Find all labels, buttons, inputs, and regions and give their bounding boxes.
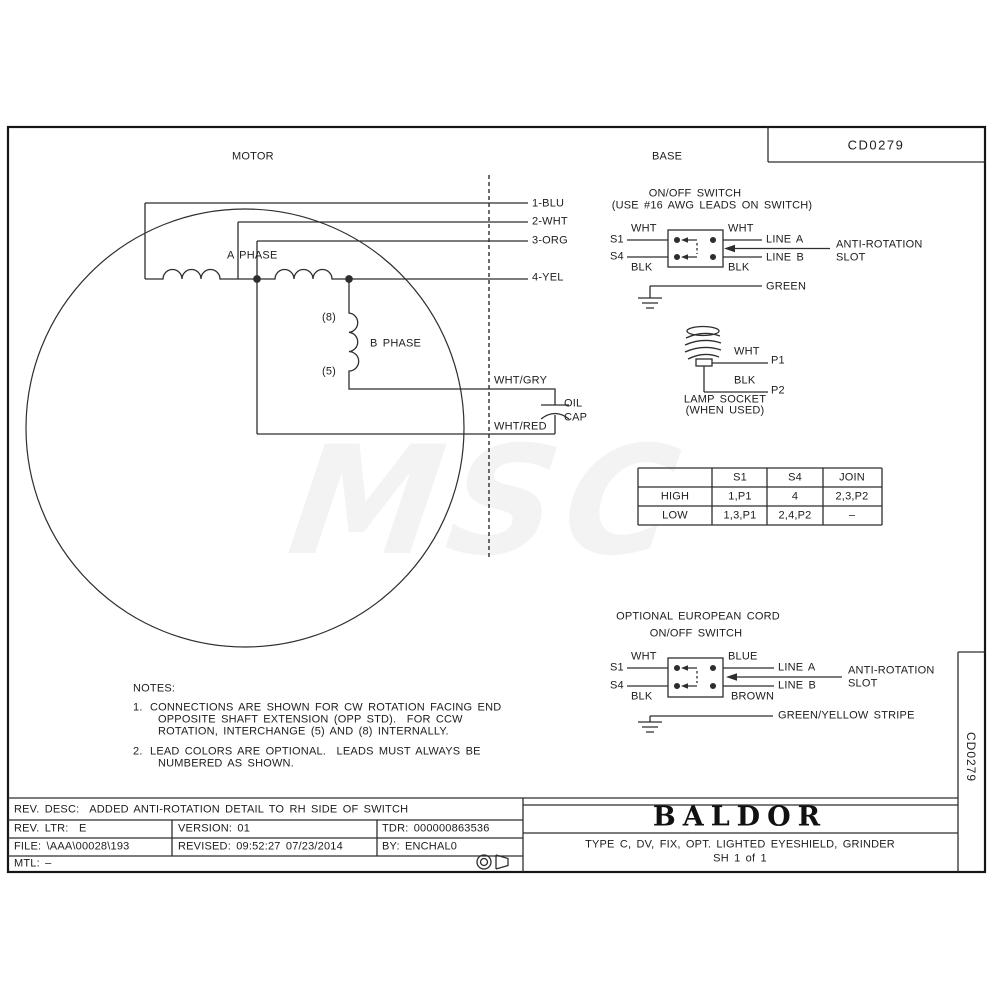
switch1-slot-label: SLOT	[836, 251, 866, 264]
base-section-label: BASE	[652, 150, 683, 163]
switch2-s1-label: S1	[610, 661, 624, 674]
onoff-switch-2	[627, 657, 842, 733]
b-phase-label: B PHASE	[370, 337, 422, 350]
note-2-number: 2.	[133, 745, 143, 758]
motor-outline	[25, 175, 490, 648]
lead-label-1blu: 1-BLU	[532, 197, 565, 210]
switch2-anti-rotation-label: ANTI-ROTATION	[848, 664, 935, 677]
revised-field: REVISED: 09:52:27 07/23/2014	[178, 840, 343, 853]
switch2-blk-label: BLK	[631, 690, 653, 703]
drawing-number: CD0279	[847, 137, 905, 153]
tap-5-label: (5)	[322, 365, 337, 378]
cap-label: CAP	[564, 411, 588, 424]
table-header-s4: S4	[788, 471, 802, 484]
note-1-number: 1.	[133, 701, 143, 714]
note-1-line-2: OPPOSITE SHAFT EXTENSION (OPP STD). FOR …	[158, 713, 463, 726]
ground-symbol	[638, 297, 662, 309]
notes-heading: NOTES:	[133, 682, 176, 695]
mtl-field: MTL: –	[14, 857, 52, 870]
connection-table-grid	[637, 467, 883, 526]
ground-symbol-2	[638, 721, 662, 733]
table-row-low-label: LOW	[662, 509, 688, 522]
switch2-subtitle: ON/OFF SWITCH	[649, 627, 743, 640]
sheet-border	[6, 125, 987, 874]
note-2-line-2: NUMBERED AS SHOWN.	[158, 757, 294, 770]
by-field: BY: ENCHAL0	[382, 840, 458, 853]
table-cell-high-s4: 4	[791, 490, 799, 503]
lamp-socket-symbol	[684, 325, 768, 393]
tdr-field: TDR: 000000863536	[382, 822, 490, 835]
table-row-high-label: HIGH	[660, 490, 690, 503]
file-field: FILE: \AAA\00028\193	[14, 840, 130, 853]
projection-circle-inner-icon	[479, 857, 489, 867]
switch1-anti-rotation-label: ANTI-ROTATION	[836, 238, 923, 251]
note-1-line-1: CONNECTIONS ARE SHOWN FOR CW ROTATION FA…	[150, 701, 502, 714]
table-header-join: JOIN	[839, 471, 865, 484]
table-cell-low-s1: 1,3,P1	[723, 509, 757, 522]
switch2-ground-label: GREEN/YELLOW STRIPE	[778, 709, 915, 722]
switch1-wht-left-label: WHT	[631, 222, 657, 235]
oil-label: OIL	[564, 397, 583, 410]
table-header-s1: S1	[733, 471, 747, 484]
version-field: VERSION: 01	[178, 822, 251, 835]
switch2-title: OPTIONAL EUROPEAN CORD	[616, 610, 780, 623]
table-cell-low-s4: 2,4,P2	[778, 509, 812, 522]
side-drawing-number: CD0279	[964, 731, 978, 783]
switch2-s4-label: S4	[610, 679, 624, 692]
wht-red-label: WHT/RED	[494, 420, 547, 433]
note-2-line-1: LEAD COLORS ARE OPTIONAL. LEADS MUST ALW…	[150, 745, 481, 758]
lamp-when-used-caption: (WHEN USED)	[685, 404, 765, 417]
switch1-blk-left-label: BLK	[631, 261, 653, 274]
switch2-brown-label: BROWN	[731, 690, 775, 703]
p2-wire	[703, 366, 768, 393]
switch1-line-a-label: LINE A	[766, 233, 804, 246]
green-yellow-wire	[649, 715, 773, 722]
switch1-blk-right-label: BLK	[728, 261, 750, 274]
a-phase-coils	[145, 268, 528, 280]
switch1-s1-label: S1	[610, 233, 624, 246]
wht-gry-label: WHT/GRY	[494, 374, 548, 387]
projection-cone-icon	[495, 854, 509, 870]
note-1-line-3: ROTATION, INTERCHANGE (5) AND (8) INTERN…	[158, 725, 449, 738]
lamp-wht-label: WHT	[734, 345, 760, 358]
baldor-logo: BALDOR	[652, 801, 828, 833]
switch1-wht-right-label: WHT	[728, 222, 754, 235]
lamp-socket-caption: LAMP SOCKET	[683, 393, 767, 406]
onoff-switch-1	[627, 229, 830, 309]
rev-ltr-field: REV. LTR: E	[14, 822, 87, 835]
lamp-p2-label: P2	[771, 384, 785, 397]
tap-8-label: (8)	[322, 311, 337, 324]
lead-label-2wht: 2-WHT	[532, 215, 568, 228]
a-phase-label: A PHASE	[227, 249, 278, 262]
green-wire	[649, 285, 762, 298]
table-cell-high-s1: 1,P1	[728, 490, 752, 503]
lamp-p1-label: P1	[771, 354, 785, 367]
b-phase-coil	[348, 279, 556, 405]
type-description: TYPE C, DV, FIX, OPT. LIGHTED EYESHIELD,…	[585, 838, 895, 851]
motor-section-label: MOTOR	[232, 150, 274, 163]
lamp-blk-label: BLK	[734, 374, 756, 387]
lead-label-4yel: 4-YEL	[532, 271, 564, 284]
table-cell-low-join: –	[848, 509, 856, 522]
switch2-slot-label: SLOT	[848, 677, 878, 690]
lead-label-3org: 3-ORG	[532, 234, 568, 247]
switch1-subtitle: (USE #16 AWG LEADS ON SWITCH)	[611, 199, 813, 212]
projection-circle-icon	[476, 854, 492, 870]
switch1-title: ON/OFF SWITCH	[648, 187, 742, 200]
switch1-line-b-label: LINE B	[766, 251, 805, 264]
switch2-wht-label: WHT	[631, 650, 657, 663]
switch2-line-a-label: LINE A	[778, 661, 816, 674]
sheet-number: SH 1 of 1	[713, 852, 767, 865]
switch2-line-b-label: LINE B	[778, 679, 817, 692]
table-cell-high-join: 2,3,P2	[835, 490, 869, 503]
switch2-blue-label: BLUE	[728, 650, 758, 663]
switch1-s4-label: S4	[610, 250, 624, 263]
cap-plate-bottom	[540, 412, 570, 420]
motor-wiring	[144, 202, 570, 435]
switch1-green-label: GREEN	[766, 280, 807, 293]
title-block-grid	[8, 797, 958, 872]
rev-desc-field: REV. DESC: ADDED ANTI-ROTATION DETAIL TO…	[14, 803, 409, 816]
